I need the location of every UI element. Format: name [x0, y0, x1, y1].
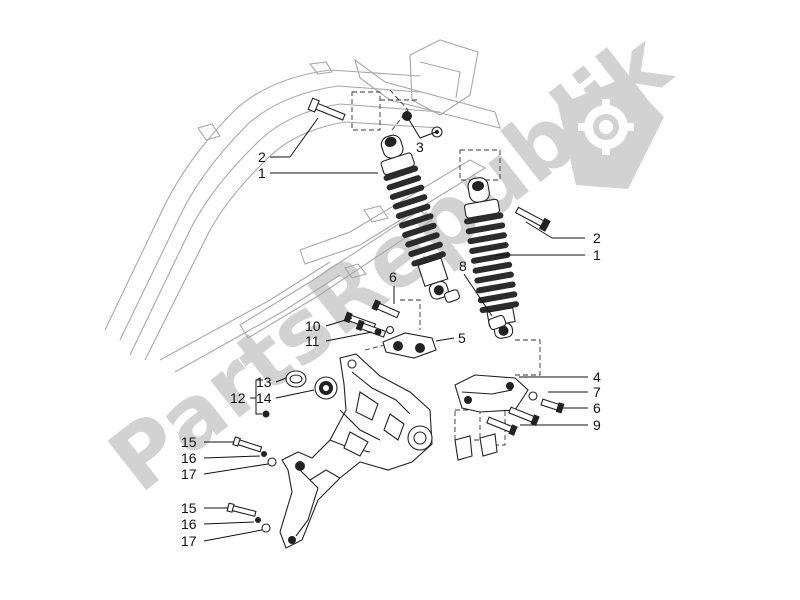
callout-14: 14 — [256, 390, 272, 406]
upper-bolt-left — [307, 97, 346, 121]
washer-16-upper — [261, 451, 267, 457]
gear-icon — [558, 77, 664, 189]
callout-11: 11 — [305, 333, 320, 349]
callout-8: 8 — [459, 258, 467, 274]
nut-17-upper — [267, 457, 277, 467]
callout-5: 5 — [458, 330, 466, 346]
washer-7-bolt-6 — [528, 391, 565, 414]
bush-8-upper — [444, 289, 460, 303]
callout-13: 13 — [256, 374, 272, 390]
callout-1-left: 1 — [258, 165, 266, 181]
bolt-15-upper — [232, 436, 263, 453]
callout-17-upper: 17 — [181, 466, 197, 482]
callout-9: 9 — [593, 417, 601, 433]
callout-15-upper: 15 — [181, 434, 197, 450]
callout-16-lower: 16 — [181, 516, 197, 532]
upper-bolt-right — [514, 206, 551, 232]
bracket-5 — [382, 332, 437, 359]
callout-10: 10 — [305, 318, 321, 334]
leader-lines — [203, 117, 588, 542]
callout-6-lower: 6 — [593, 400, 601, 416]
bush-8-lower — [488, 314, 507, 331]
swing-arm — [279, 353, 433, 549]
callout-3: 3 — [416, 139, 424, 155]
nut-3 — [402, 111, 443, 138]
callout-2-right: 2 — [593, 230, 601, 246]
callout-1-right: 1 — [593, 247, 601, 263]
bolt-15-lower — [226, 502, 257, 517]
callout-17-lower: 17 — [181, 533, 197, 549]
nut-17-lower — [261, 523, 271, 533]
callout-15-lower: 15 — [181, 500, 197, 516]
callout-7: 7 — [593, 384, 601, 400]
bolts-9 — [486, 406, 540, 436]
bracket-4 — [454, 374, 529, 413]
callout-4: 4 — [593, 369, 601, 385]
bearing-14 — [314, 376, 338, 400]
callout-16-upper: 16 — [181, 450, 197, 466]
bolt-6-upper — [371, 299, 401, 319]
ring-13 — [285, 370, 307, 388]
callout-2-left: 2 — [258, 149, 266, 165]
washer-16-lower — [255, 517, 261, 523]
callouts: 2 1 3 2 1 6 8 10 11 5 4 7 6 9 13 12 14 1… — [181, 139, 601, 549]
callout-12: 12 — [230, 390, 246, 406]
grease-point — [262, 410, 270, 418]
callout-6-upper: 6 — [389, 269, 397, 285]
lower-brackets — [454, 433, 498, 461]
left-shock-absorber — [380, 134, 449, 300]
